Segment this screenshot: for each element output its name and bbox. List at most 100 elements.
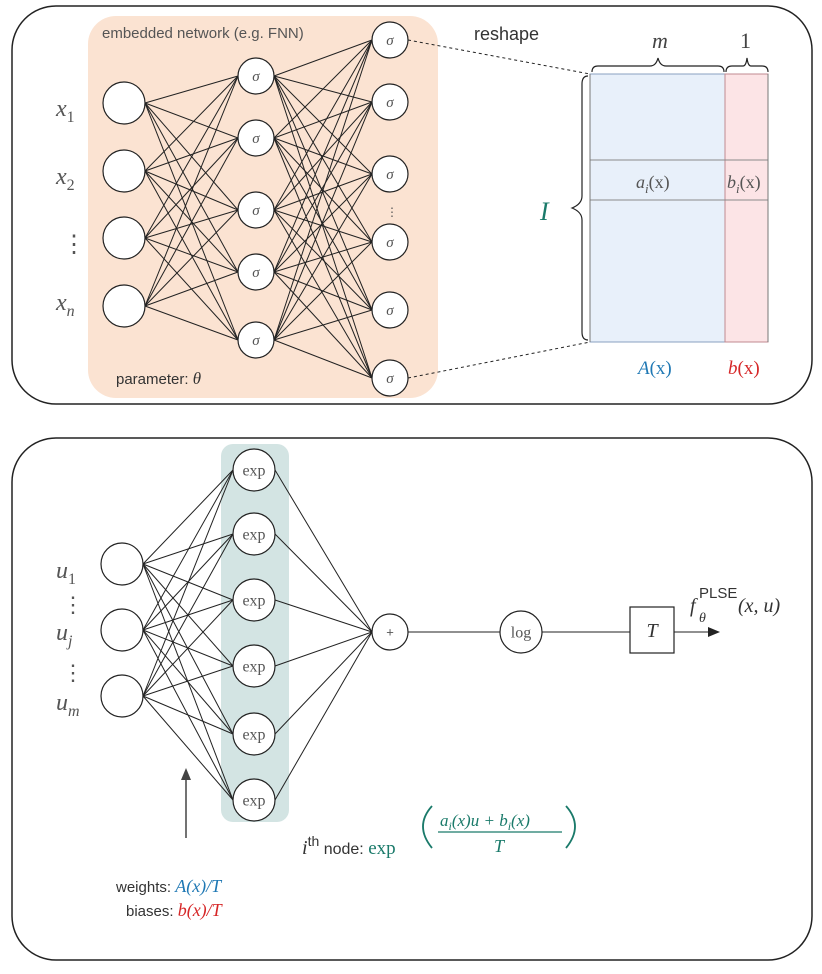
edge-h1-out-2-2 <box>273 173 373 211</box>
edge-h1-out-2-3 <box>273 209 373 243</box>
edge-h1-out-2-0 <box>273 39 373 211</box>
exp-node-1-circle <box>232 448 276 492</box>
output-vdots-small: ⋮ <box>386 205 398 219</box>
edge-h1-out-4-0 <box>273 39 373 341</box>
input-node-1 <box>102 81 146 125</box>
exp-node-6-circle <box>232 778 276 822</box>
edge-in-h1-2-2 <box>144 209 239 239</box>
log-node-circle <box>499 610 543 654</box>
edge-u-exp-2-1 <box>142 533 234 697</box>
reshape-dotted-bottom <box>407 341 591 379</box>
output-sigma-node-2-circle <box>371 83 409 121</box>
log-node-label: log <box>511 624 531 641</box>
output-sigma-node-5-circle <box>371 291 409 329</box>
input-u1: u1 <box>56 558 76 588</box>
input-vdots-b2: ⋮ <box>62 660 84 685</box>
edge-u-exp-0-4 <box>142 563 234 735</box>
matrix-a-cell-label: ai(x) <box>636 172 670 196</box>
edge-h1-out-0-0 <box>273 39 373 77</box>
input-vdots-top: ⋮ <box>62 232 86 258</box>
edge-in-h1-2-3 <box>144 237 239 273</box>
u-input-node-1 <box>100 542 144 586</box>
edge-h1-out-2-4 <box>273 209 373 311</box>
u-input-node-3-circle <box>100 674 144 718</box>
input-node-2 <box>102 149 146 193</box>
log-node: log <box>499 610 543 654</box>
exp-node-4-label: exp <box>242 658 265 675</box>
output-sigma-node-4-circle <box>371 223 409 261</box>
u-input-node-2 <box>100 608 144 652</box>
u-input-node-3 <box>100 674 144 718</box>
edge-u-exp-2-4 <box>142 695 234 735</box>
formula-left-paren <box>422 805 433 849</box>
edge-in-h1-1-1 <box>144 137 239 172</box>
exp-node-2: exp <box>232 512 276 556</box>
exp-node-6-label: exp <box>242 792 265 809</box>
exp-node-1: exp <box>232 448 276 492</box>
exp-node-2-circle <box>232 512 276 556</box>
output-sigma-node-1-label: σ <box>386 33 394 49</box>
exp-node-3: exp <box>232 578 276 622</box>
input-uj: uj <box>56 620 73 650</box>
matrix-b-block <box>724 73 769 343</box>
hidden-sigma-node-3: σ <box>237 191 275 229</box>
output-sigma-node-3-label: σ <box>386 167 394 183</box>
hidden-sigma-node-3-circle <box>237 191 275 229</box>
hidden-sigma-node-2-label: σ <box>252 131 260 147</box>
output-sigma-node-5-label: σ <box>386 303 394 319</box>
bottom-panel <box>11 437 813 961</box>
output-sigma-node-3: σ <box>371 155 409 193</box>
edge-exp-plus-3 <box>274 631 373 667</box>
edge-in-h1-0-1 <box>144 102 239 139</box>
edge-h1-out-1-1 <box>273 101 373 139</box>
edge-exp-plus-2 <box>274 599 373 633</box>
input-x2: x2 <box>55 164 75 194</box>
exp-layer-background <box>221 444 289 822</box>
u-input-node-1-circle <box>100 542 144 586</box>
edge-u-exp-1-0 <box>142 469 234 631</box>
plus-node-circle <box>371 613 409 651</box>
matrix-A-block <box>589 73 726 343</box>
edge-h1-out-3-1 <box>273 101 373 273</box>
embedded-network-label: embedded network (e.g. FNN) <box>102 25 304 42</box>
output-sigma-node-6: σ <box>371 359 409 397</box>
edge-h1-out-4-1 <box>273 101 373 341</box>
hidden-sigma-node-2-circle <box>237 119 275 157</box>
formula-numerator: ai(x)u + bi(x) <box>440 811 530 833</box>
edge-in-h1-0-0 <box>144 75 239 104</box>
plus-node-label: + <box>386 624 394 639</box>
matrix-A-label: A(x) <box>636 358 672 379</box>
exp-node-5-label: exp <box>242 726 265 743</box>
output-sigma-node-4: σ <box>371 223 409 261</box>
input-node-3-circle <box>102 216 146 260</box>
hidden-sigma-node-1-circle <box>237 57 275 95</box>
hidden-sigma-node-3-label: σ <box>252 203 260 219</box>
matrix-m-label: m <box>652 28 668 53</box>
matrix-b-cell-label: bi(x) <box>727 172 761 196</box>
edge-u-exp-2-0 <box>142 469 234 697</box>
output-arrow-head <box>708 627 720 637</box>
hidden-sigma-node-2: σ <box>237 119 275 157</box>
edge-u-exp-2-5 <box>142 695 234 801</box>
brace-m <box>591 57 725 73</box>
exp-node-5-circle <box>232 712 276 756</box>
edge-in-h1-3-0 <box>144 75 239 307</box>
input-um: um <box>56 690 80 720</box>
edge-h1-out-4-3 <box>273 241 373 341</box>
exp-node-5: exp <box>232 712 276 756</box>
output-sigma-node-6-circle <box>371 359 409 397</box>
exp-node-3-circle <box>232 578 276 622</box>
edge-exp-plus-5 <box>274 631 373 801</box>
output-sigma-node-1-circle <box>371 21 409 59</box>
edge-in-h1-2-0 <box>144 75 239 239</box>
hidden-sigma-node-5-circle <box>237 321 275 359</box>
edge-in-h1-3-1 <box>144 137 239 307</box>
edge-h1-out-4-2 <box>273 173 373 341</box>
edge-in-h1-2-1 <box>144 137 239 239</box>
input-vdots-b1: ⋮ <box>62 592 84 617</box>
hidden-sigma-node-5-label: σ <box>252 333 260 349</box>
parameter-label: parameter: θ <box>116 369 201 388</box>
edge-exp-plus-4 <box>274 631 373 735</box>
hidden-sigma-node-4: σ <box>237 253 275 291</box>
